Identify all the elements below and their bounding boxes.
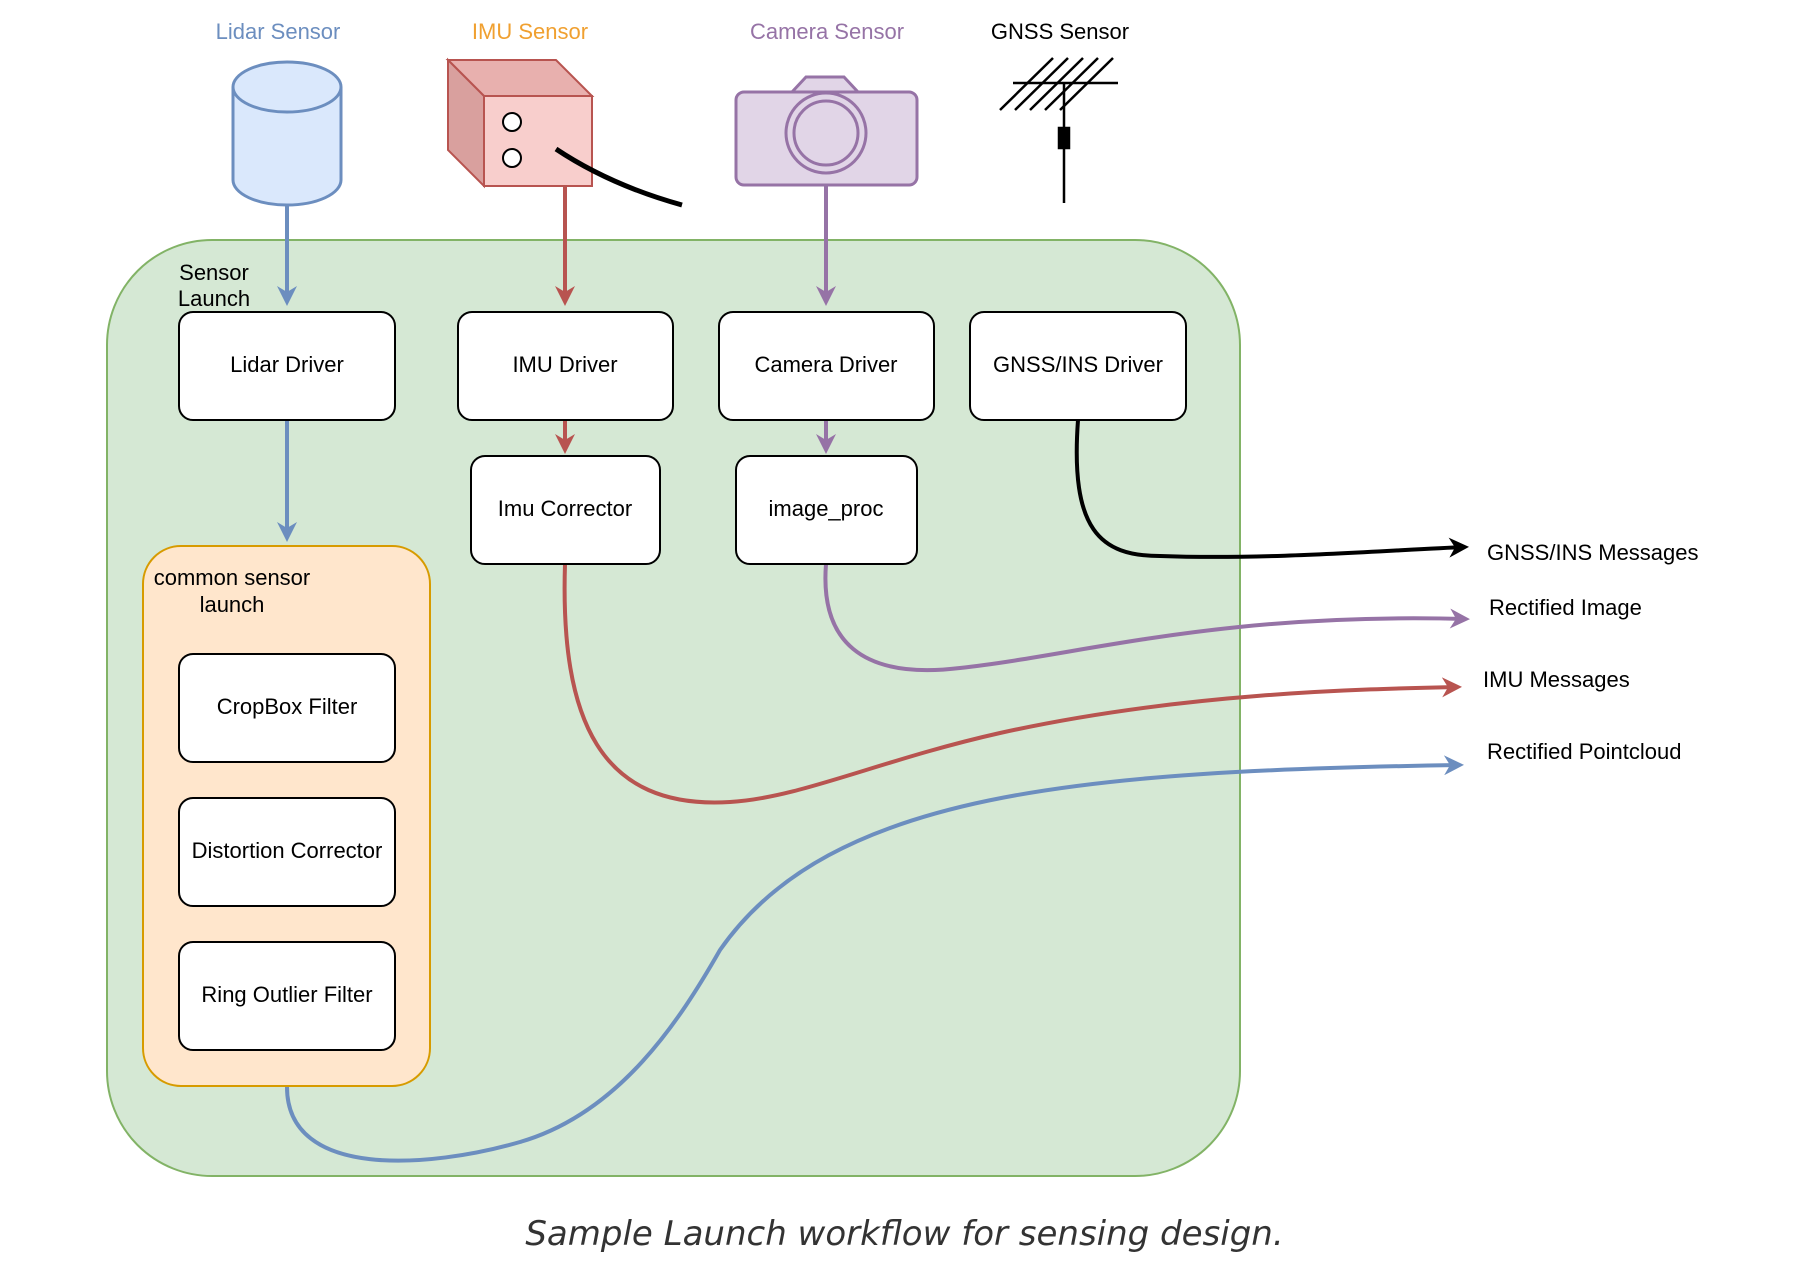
edge-rectified-pointcloud xyxy=(285,755,1464,1163)
node-cropbox-filter: CropBox Filter xyxy=(178,653,396,763)
node-distortion-corrector: Distortion Corrector xyxy=(178,797,396,907)
figure-caption: Sample Launch workflow for sensing desig… xyxy=(525,1214,1284,1254)
node-imu-driver-label: IMU Driver xyxy=(512,352,617,377)
edge-rectified-image xyxy=(823,563,1470,673)
imu-cube-icon xyxy=(445,57,683,208)
node-image-proc-label: image_proc xyxy=(769,496,884,521)
output-imu-messages-label: IMU Messages xyxy=(1483,667,1630,692)
output-rectified-image-label: Rectified Image xyxy=(1489,595,1642,620)
node-image-proc: image_proc xyxy=(735,455,918,565)
node-imu-driver: IMU Driver xyxy=(457,311,674,421)
lidar-sensor-label: Lidar Sensor xyxy=(216,19,341,44)
edge-imu-messages xyxy=(562,563,1462,805)
camera-icon xyxy=(734,75,919,187)
lidar-cylinder-icon xyxy=(231,60,343,207)
node-lidar-driver-label: Lidar Driver xyxy=(230,352,344,377)
imu-sensor-label: IMU Sensor xyxy=(472,19,588,44)
edge-gnss-messages xyxy=(1074,419,1469,559)
node-gnss-driver-label: GNSS/INS Driver xyxy=(993,352,1163,377)
node-gnss-driver: GNSS/INS Driver xyxy=(969,311,1187,421)
node-cropbox-filter-label: CropBox Filter xyxy=(217,694,358,719)
output-rectified-pointcloud-label: Rectified Pointcloud xyxy=(1487,739,1681,764)
node-distortion-corrector-label: Distortion Corrector xyxy=(192,838,383,863)
camera-sensor-label: Camera Sensor xyxy=(750,19,904,44)
node-ring-outlier-filter-label: Ring Outlier Filter xyxy=(201,982,372,1007)
output-gnss-messages-label: GNSS/INS Messages xyxy=(1487,540,1699,565)
node-camera-driver: Camera Driver xyxy=(718,311,935,421)
gnss-sensor-label: GNSS Sensor xyxy=(991,19,1129,44)
node-ring-outlier-filter: Ring Outlier Filter xyxy=(178,941,396,1051)
gnss-antenna-icon xyxy=(999,57,1118,203)
node-imu-corrector-label: Imu Corrector xyxy=(498,496,632,521)
node-camera-driver-label: Camera Driver xyxy=(754,352,897,377)
node-lidar-driver: Lidar Driver xyxy=(178,311,396,421)
node-imu-corrector: Imu Corrector xyxy=(470,455,661,565)
